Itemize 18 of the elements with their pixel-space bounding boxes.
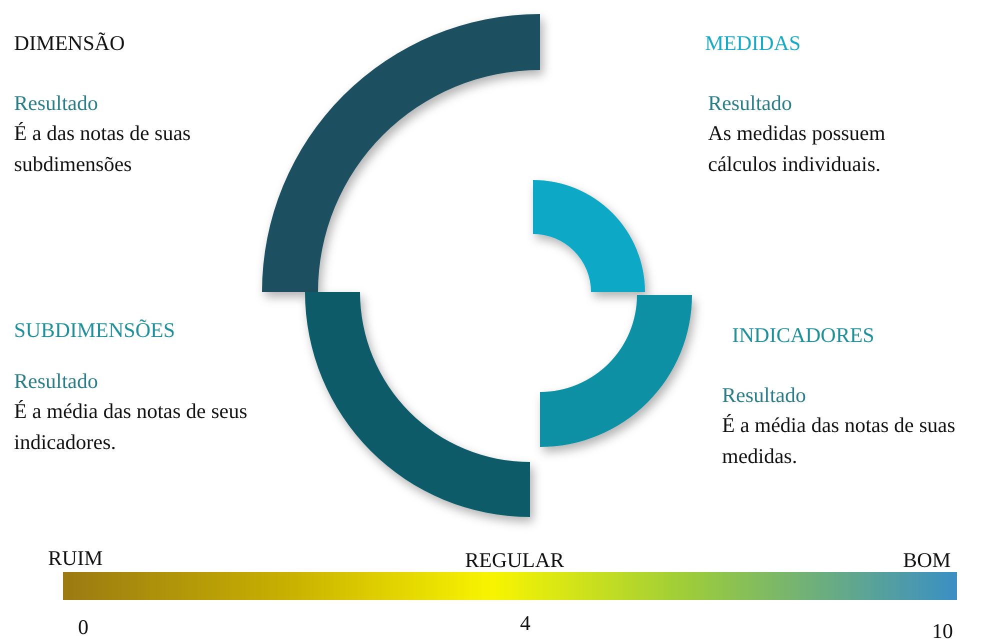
description-text: As medidas possuem cálculos individuais.	[708, 120, 886, 178]
subheading: Resultado	[708, 90, 792, 117]
subheading: Resultado	[14, 90, 98, 117]
section-heading: SUBDIMENSÕES	[14, 317, 176, 344]
subheading: Resultado	[14, 368, 98, 395]
description-text: É a média das notas de suas medidas.	[722, 412, 956, 470]
section-heading: INDICADORES	[732, 322, 874, 349]
description-text: É a das notas de suas subdimensões	[14, 120, 192, 178]
subheading: Resultado	[722, 382, 806, 409]
scale-label: BOM	[903, 547, 951, 574]
scale-label: REGULAR	[465, 547, 564, 574]
scale-value: 10	[932, 618, 953, 639]
section-heading: DIMENSÃO	[14, 30, 125, 57]
scale-value: 4	[520, 610, 530, 637]
description-text: É a média das notas de seus indicadores.	[14, 398, 248, 456]
scale-value: 0	[78, 614, 88, 639]
section-heading: MEDIDAS	[705, 30, 801, 57]
scale-label: RUIM	[48, 545, 103, 572]
